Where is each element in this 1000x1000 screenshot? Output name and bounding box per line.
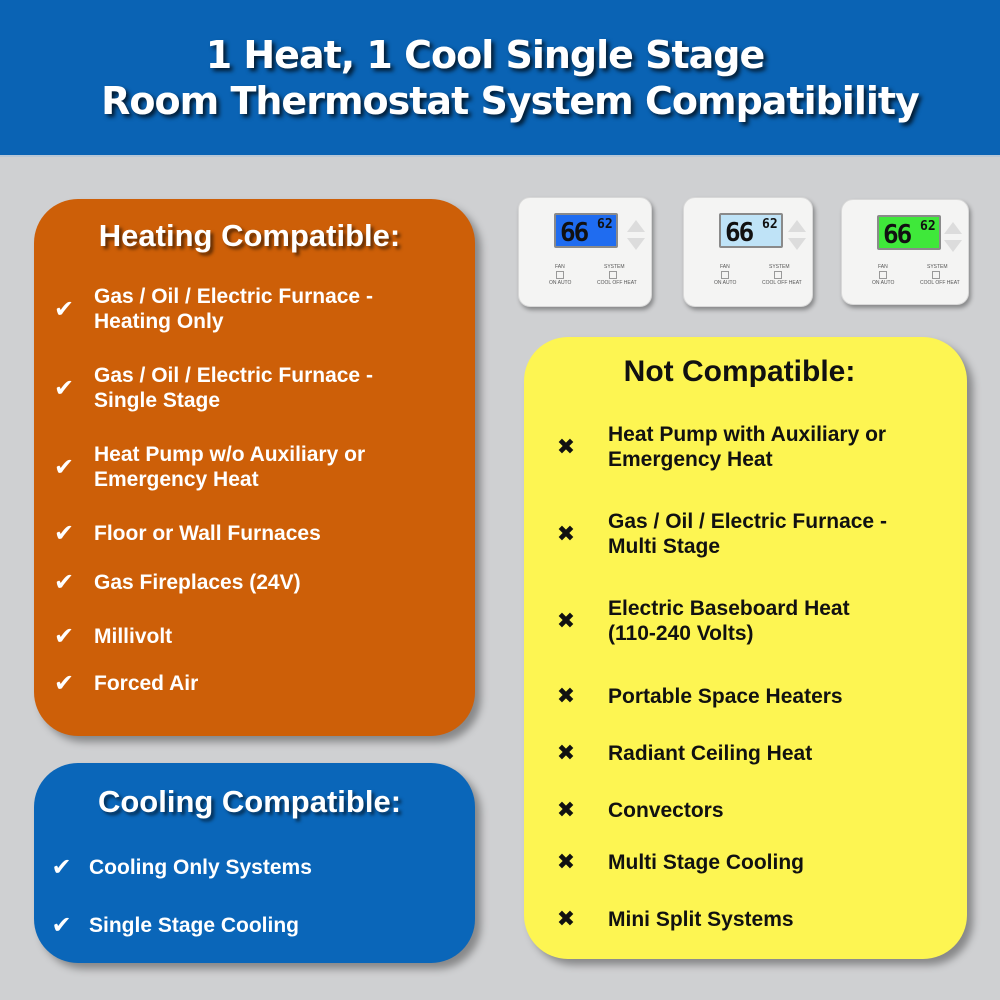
list-item: ✔ Gas / Oil / Electric Furnace - Heating… xyxy=(34,284,373,334)
list-item: ✖ Portable Space Heaters xyxy=(524,683,843,709)
list-item: ✔ Floor or Wall Furnaces xyxy=(34,519,321,548)
thermostat-blue: 66 62 FAN ON AUTO SYSTEM COOL OFF HEAT xyxy=(518,197,652,307)
system-label: SYSTEM xyxy=(927,264,948,270)
set-temp: 62 xyxy=(762,217,778,232)
fan-label: FAN xyxy=(878,264,888,270)
up-arrow-icon xyxy=(944,222,962,234)
fan-options: ON AUTO xyxy=(872,280,895,286)
item-text: Gas / Oil / Electric Furnace - Multi Sta… xyxy=(608,510,887,558)
x-icon: ✖ xyxy=(556,906,576,931)
heating-title: Heating Compatible: xyxy=(98,218,401,253)
system-switch xyxy=(932,271,940,279)
set-temp: 62 xyxy=(597,217,613,232)
lcd-screen: 66 62 xyxy=(877,215,941,250)
list-item: ✔ Single Stage Cooling xyxy=(34,911,299,940)
title-banner: 1 Heat, 1 Cool Single Stage Room Thermos… xyxy=(0,0,1000,157)
list-item: ✔ Gas / Oil / Electric Furnace - Single … xyxy=(34,363,373,413)
fan-label: FAN xyxy=(555,264,565,270)
system-label: SYSTEM xyxy=(769,264,790,270)
item-text: Electric Baseboard Heat (110-240 Volts) xyxy=(608,597,850,645)
fan-switch xyxy=(721,271,729,279)
item-text: Multi Stage Cooling xyxy=(608,850,804,874)
list-item: ✔ Cooling Only Systems xyxy=(34,853,312,882)
system-options: COOL OFF HEAT xyxy=(597,280,637,286)
current-temp: 66 xyxy=(725,218,754,248)
down-arrow-icon xyxy=(944,240,962,252)
cooling-title: Cooling Compatible: xyxy=(97,784,402,819)
list-item: ✖ Convectors xyxy=(524,797,724,823)
list-item: ✖ Heat Pump with Auxiliary or Emergency … xyxy=(524,422,886,472)
list-item: ✖ Electric Baseboard Heat (110-240 Volts… xyxy=(524,596,850,646)
lcd-screen: 66 62 xyxy=(719,213,783,248)
check-icon: ✔ xyxy=(53,374,75,402)
fan-switch xyxy=(556,271,564,279)
list-item: ✖ Radiant Ceiling Heat xyxy=(524,740,812,766)
list-item: ✔ Forced Air xyxy=(34,669,198,698)
list-item: ✖ Gas / Oil / Electric Furnace - Multi S… xyxy=(524,509,887,559)
item-text: Gas / Oil / Electric Furnace - Heating O… xyxy=(94,285,373,333)
list-item: ✖ Mini Split Systems xyxy=(524,906,794,932)
item-text: Mini Split Systems xyxy=(608,907,794,931)
system-switch xyxy=(609,271,617,279)
check-icon: ✔ xyxy=(53,520,75,547)
x-icon: ✖ xyxy=(556,740,576,765)
thermostat-green: 66 62 FAN ON AUTO SYSTEM COOL OFF HEAT xyxy=(841,199,969,305)
x-icon: ✖ xyxy=(556,849,576,874)
x-icon: ✖ xyxy=(556,797,576,822)
item-text: Millivolt xyxy=(94,625,173,648)
item-text: Cooling Only Systems xyxy=(89,856,312,879)
title-line-1: 1 Heat, 1 Cool Single Stage xyxy=(205,32,766,77)
x-icon: ✖ xyxy=(556,434,576,459)
list-item: ✖ Multi Stage Cooling xyxy=(524,849,804,875)
not-compatible-title: Not Compatible: xyxy=(623,355,856,388)
item-text: Heat Pump with Auxiliary or Emergency He… xyxy=(608,423,887,471)
system-label: SYSTEM xyxy=(604,264,625,270)
item-text: Gas Fireplaces (24V) xyxy=(94,571,301,594)
fan-options: ON AUTO xyxy=(714,280,737,286)
cooling-compatible-card: Cooling Compatible: ✔ Cooling Only Syste… xyxy=(34,763,475,963)
not-compatible-card: Not Compatible: ✖ Heat Pump with Auxilia… xyxy=(524,337,967,959)
item-text: Convectors xyxy=(608,798,724,822)
item-text: Radiant Ceiling Heat xyxy=(608,741,813,765)
up-arrow-icon xyxy=(627,220,645,232)
item-text: Gas / Oil / Electric Furnace - Single St… xyxy=(94,364,373,412)
x-icon: ✖ xyxy=(556,683,576,708)
check-icon: ✔ xyxy=(53,453,75,481)
check-icon: ✔ xyxy=(53,670,75,697)
list-item: ✔ Heat Pump w/o Auxiliary or Emergency H… xyxy=(34,442,365,492)
fan-label: FAN xyxy=(720,264,730,270)
down-arrow-icon xyxy=(627,238,645,250)
fan-switch xyxy=(879,271,887,279)
list-item: ✔ Millivolt xyxy=(34,622,172,651)
item-text: Single Stage Cooling xyxy=(89,914,300,937)
set-temp: 62 xyxy=(920,219,936,234)
current-temp: 66 xyxy=(560,218,589,248)
list-item: ✔ Gas Fireplaces (24V) xyxy=(34,568,301,597)
fan-options: ON AUTO xyxy=(549,280,572,286)
item-text: Heat Pump w/o Auxiliary or Emergency Hea… xyxy=(94,443,366,491)
down-arrow-icon xyxy=(788,238,806,250)
item-text: Floor or Wall Furnaces xyxy=(94,522,321,545)
thermostat-light-blue: 66 62 FAN ON AUTO SYSTEM COOL OFF HEAT xyxy=(683,197,813,307)
x-icon: ✖ xyxy=(556,521,576,546)
item-text: Portable Space Heaters xyxy=(608,684,843,708)
lcd-screen: 66 62 xyxy=(554,213,618,248)
current-temp: 66 xyxy=(883,220,912,250)
system-options: COOL OFF HEAT xyxy=(762,280,802,286)
item-text: Forced Air xyxy=(94,672,199,695)
check-icon: ✔ xyxy=(51,912,72,939)
check-icon: ✔ xyxy=(53,295,75,323)
heating-compatible-card: Heating Compatible: ✔ Gas / Oil / Electr… xyxy=(34,199,475,736)
check-icon: ✔ xyxy=(53,569,75,596)
up-arrow-icon xyxy=(788,220,806,232)
system-switch xyxy=(774,271,782,279)
check-icon: ✔ xyxy=(51,854,72,881)
x-icon: ✖ xyxy=(556,608,576,633)
system-options: COOL OFF HEAT xyxy=(920,280,960,286)
title-line-2: Room Thermostat System Compatibility xyxy=(101,78,920,123)
check-icon: ✔ xyxy=(53,623,75,650)
